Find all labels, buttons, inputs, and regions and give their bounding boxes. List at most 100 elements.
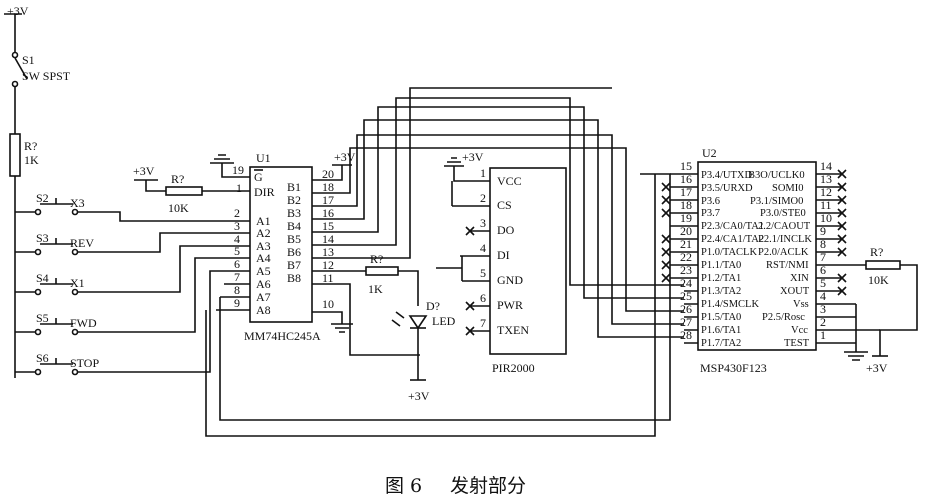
u2-l17-num: 17 — [680, 185, 692, 199]
u2-r2-label: Vcc — [791, 325, 808, 336]
u1-b8-pin: 11 — [322, 271, 334, 285]
u2-right-pins: B3O/UCLK0 SOMI0 P3.1/SIMO0 P3.0/STE0 2.2… — [748, 159, 880, 349]
u2-l26-label: P1.5/TA0 — [701, 312, 741, 323]
pir-pin2-num: 2 — [480, 191, 486, 205]
u1-pin1-num: 1 — [236, 181, 242, 195]
u1-ref: U1 — [256, 151, 271, 165]
pir-body — [489, 167, 567, 355]
u2-l16-num: 16 — [680, 172, 692, 186]
u1-b1: B1 — [287, 180, 301, 194]
r1-body — [9, 133, 21, 177]
u2-r14-num: 14 — [820, 159, 832, 173]
u1-a4: A4 — [256, 251, 271, 265]
u1-b1-pin: 18 — [322, 180, 334, 194]
u1-a5-pin: 6 — [234, 257, 240, 271]
u2-r8-label: P2.0/ACLK — [758, 247, 809, 258]
u2-left-pins: P3.4/UTXD P3.5/URXD P3.6 P3.7 P2.3/CA0/T… — [205, 159, 764, 437]
s6-label: STOP — [70, 356, 99, 370]
u1-a3-pin: 4 — [234, 232, 240, 246]
pir-pin6-label: PWR — [497, 298, 523, 312]
u1-a7-pin: 8 — [234, 283, 240, 297]
u1-a8-pin: 9 — [234, 296, 240, 310]
s4-ref: S4 — [36, 271, 49, 285]
u1-a7: A7 — [256, 290, 271, 304]
u2-r4-label: Vss — [793, 299, 809, 310]
s6-ref: S6 — [36, 351, 49, 365]
u2-r7-num: 7 — [820, 250, 826, 264]
u2-r10-label: 2.2/CAOUT — [758, 221, 811, 232]
pir-pin3-label: DO — [497, 223, 515, 237]
u1-a-pins: A1 A2 A3 A4 A5 A6 A7 A8 2 3 4 5 6 7 8 9 — [216, 206, 271, 317]
u2-l25-label: P1.4/SMCLK — [701, 299, 759, 310]
u2-r5-num: 5 — [820, 276, 826, 290]
r-dir-wire — [145, 180, 166, 192]
u2-l27-label: P1.6/TA1 — [701, 325, 741, 336]
r1-value: 1K — [24, 153, 39, 167]
switch-row-s4: S4 X1 — [15, 245, 228, 296]
s5-label: FWD — [70, 316, 97, 330]
s1-blade — [14, 57, 28, 80]
u1-b7: B7 — [287, 258, 301, 272]
pir-gnd-vcc-link — [453, 166, 458, 182]
u1-vcc-wire — [312, 165, 343, 181]
u2-l21-num: 21 — [680, 237, 692, 251]
u2-r12-num: 12 — [820, 185, 832, 199]
r1-ref: R? — [24, 139, 37, 153]
pir-nc-marks — [465, 226, 475, 336]
u2-vcc-label: +3V — [866, 361, 888, 375]
u1-a4-pin: 5 — [234, 244, 240, 258]
led-vcc-label: +3V — [408, 389, 430, 403]
u1-part: MM74HC245A — [244, 329, 321, 343]
u2-l27-num: 27 — [680, 315, 692, 329]
u2-l21-label: P1.0/TACLK — [701, 247, 757, 258]
u1-b2: B2 — [287, 193, 301, 207]
u2-part: MSP430F123 — [700, 361, 767, 375]
u1-a5: A5 — [256, 264, 271, 278]
ground-symbol-pir — [444, 157, 464, 167]
s5-ref: S5 — [36, 311, 49, 325]
u2-r7-label: RST/NMI — [766, 260, 809, 271]
u1-b8: B8 — [287, 271, 301, 285]
wire-rled-led — [398, 270, 419, 306]
u2-l19-label: P2.3/CA0/TA1 — [701, 221, 764, 232]
u2-r8-num: 8 — [820, 237, 826, 251]
r-led-ref: R? — [370, 252, 383, 266]
pir-pin6-num: 6 — [480, 291, 486, 305]
u2-l18-num: 18 — [680, 198, 692, 212]
u1-b6-pin: 13 — [322, 245, 334, 259]
u1-b3-pin: 16 — [322, 206, 334, 220]
u2-l24-num: 24 — [680, 276, 692, 290]
u1-b2-pin: 17 — [322, 193, 334, 207]
u2-r9-label: P2.1/INCLK — [758, 234, 812, 245]
switch-row-s6: S6 STOP — [15, 270, 228, 376]
pir-pins: VCC CS DO DI GND PWR TXEN 1 2 3 4 5 6 7 — [452, 166, 529, 337]
u2-l15-num: 15 — [680, 159, 692, 173]
caption-figure-number: 图 6 — [385, 475, 422, 497]
led-label: LED — [432, 314, 456, 328]
u2-l22-num: 22 — [680, 250, 692, 264]
u2-r1-num: 1 — [820, 328, 826, 342]
switch-row-s2: S2 X3 — [15, 191, 228, 222]
u2-p34-loop-wire — [219, 173, 671, 421]
ground-symbol-u2 — [844, 351, 868, 361]
r-dir-value: 10K — [168, 201, 189, 215]
switch-row-s5: S5 FWD — [15, 257, 228, 336]
u1-gnd-wire — [312, 311, 343, 324]
pir-pin7-num: 7 — [480, 316, 486, 330]
u1-pin10-num: 10 — [322, 297, 334, 311]
u2-r9-num: 9 — [820, 224, 826, 238]
u2-ref: U2 — [702, 146, 717, 160]
u1-pin19-num: 19 — [232, 163, 244, 177]
u1-b4-pin: 15 — [322, 219, 334, 233]
r-led-body — [365, 266, 399, 276]
led-symbol — [391, 311, 428, 380]
u1-b5: B5 — [287, 232, 301, 246]
s2-label: X3 — [70, 196, 85, 210]
u2-r10-num: 10 — [820, 211, 832, 225]
u1-a6: A6 — [256, 277, 271, 291]
u2-r11-num: 11 — [820, 198, 832, 212]
u2-r12-label: P3.1/SIMO0 — [750, 196, 803, 207]
u2-r13-num: 13 — [820, 172, 832, 186]
r-dir-vcc-label: +3V — [133, 164, 155, 178]
u1-a3: A3 — [256, 239, 271, 253]
